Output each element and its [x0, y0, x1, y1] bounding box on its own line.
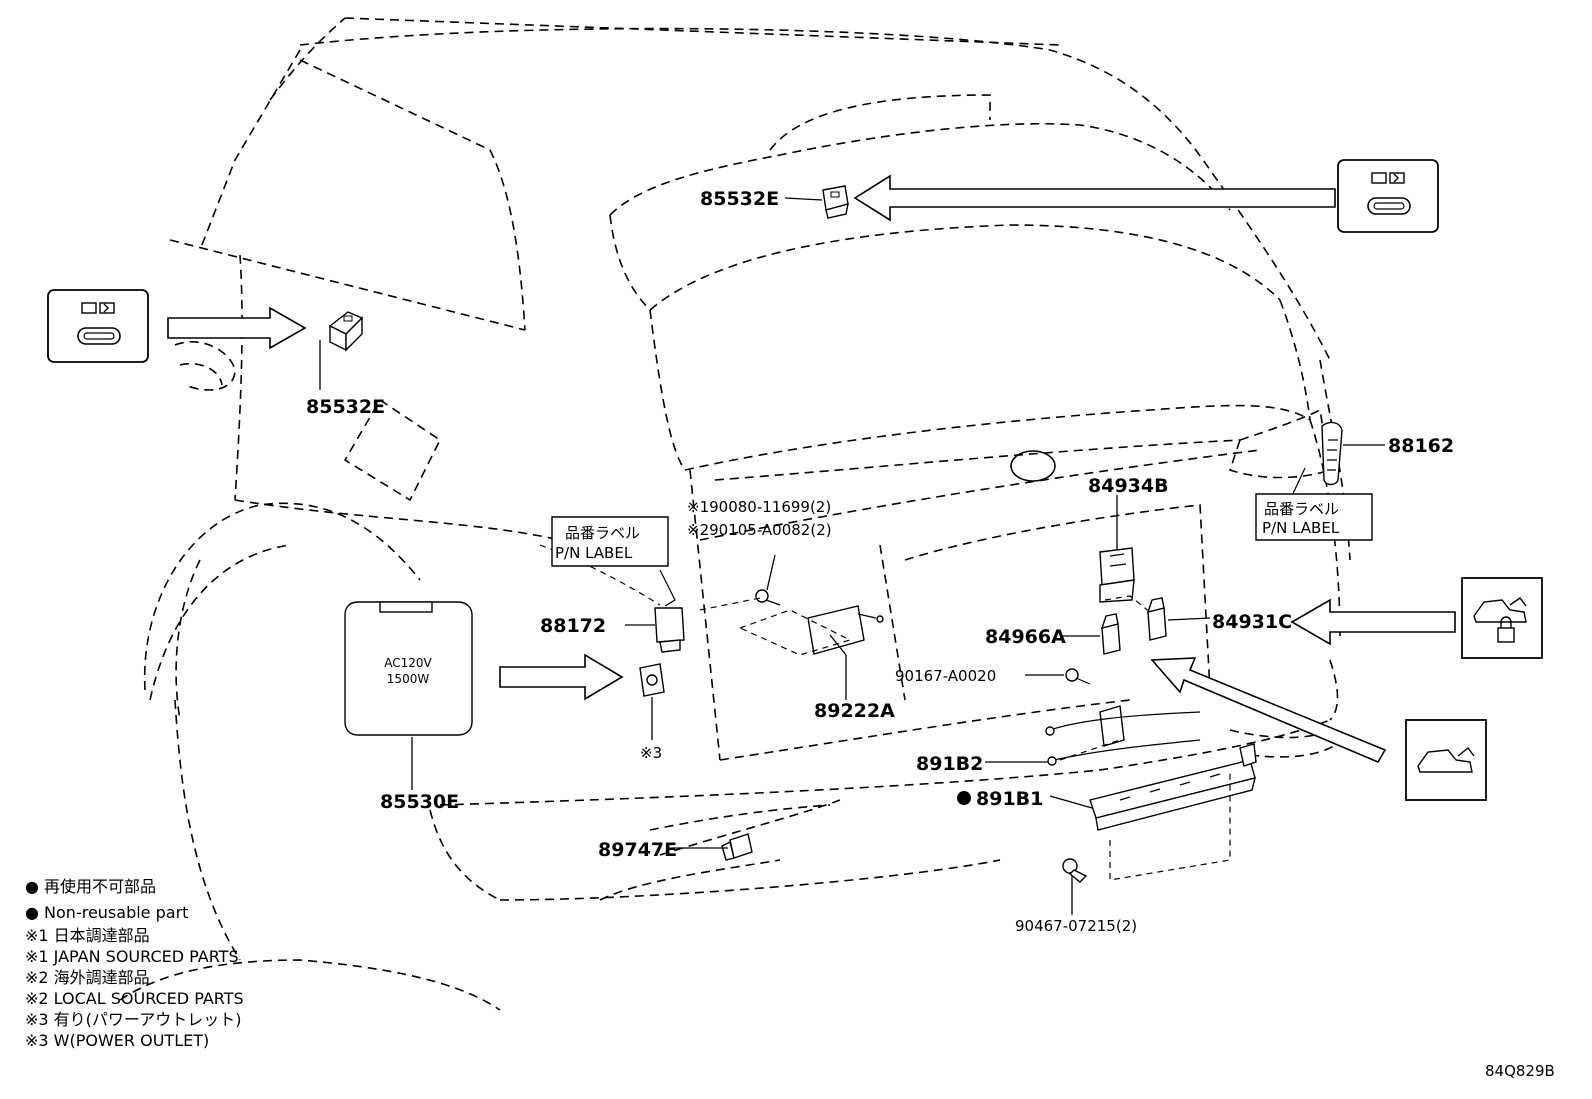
part-84931C: [1146, 597, 1167, 641]
label-screw1: ※190080-11699(2): [687, 498, 831, 516]
part-85530E-panel: AC120V 1500W: [344, 601, 473, 736]
arrow-hatch: [1150, 657, 1387, 764]
usb-c-charging-icon: [47, 289, 149, 363]
outlet-voltage: AC120V: [384, 656, 432, 670]
non-reusable-dot-icon: [957, 791, 971, 805]
label-90467: 90467-07215(2): [1015, 917, 1137, 935]
part-90167-screw: [1065, 668, 1091, 685]
usb-c-charging-icon: [1337, 159, 1439, 233]
part-84934B: [1099, 547, 1135, 603]
vehicle-lock-icon: [1461, 577, 1543, 659]
label-90167: 90167-A0020: [895, 667, 996, 685]
pn-label-jp: 品番ラベル: [565, 524, 640, 542]
label-891B2: 891B2: [916, 753, 983, 775]
part-89747E: [721, 833, 753, 861]
legend-line-3: ※1 日本調達部品: [25, 926, 150, 945]
label-85532E-top: 85532E: [700, 188, 779, 210]
legend: ● 再使用不可部品 ● Non-reusable part ※1 日本調達部品 …: [25, 877, 244, 1050]
pn-label-box-right: 品番ラベル P/N LABEL: [1255, 493, 1373, 541]
label-note3: ※3: [640, 744, 662, 762]
diagram-code: 84Q829B: [1485, 1062, 1555, 1080]
legend-line-6: ※2 LOCAL SOURCED PARTS: [25, 989, 244, 1008]
pointer-arrows: [167, 174, 1456, 764]
label-88172: 88172: [540, 615, 606, 637]
label-84934B: 84934B: [1088, 475, 1169, 497]
vehicle-hatch-icon: [1405, 719, 1487, 801]
part-88172: [654, 607, 685, 653]
label-891B1: 891B1: [976, 788, 1043, 810]
legend-line-4: ※1 JAPAN SOURCED PARTS: [25, 947, 239, 966]
leader-lines: [319, 197, 1385, 915]
label-screw2: ※290105-A0082(2): [687, 521, 832, 539]
outlet-wattage: 1500W: [387, 672, 430, 686]
part-85532E-top: [822, 185, 849, 219]
pn-label-jp: 品番ラベル: [1264, 500, 1339, 518]
legend-line-2: ● Non-reusable part: [25, 903, 188, 922]
part-90467-clip: [1062, 858, 1088, 883]
label-89222A: 89222A: [814, 700, 895, 722]
pn-label-en: P/N LABEL: [555, 544, 633, 562]
label-89747E: 89747E: [598, 839, 677, 861]
part-screw: [755, 589, 781, 606]
label-84931C: 84931C: [1212, 611, 1292, 633]
label-85532E-left: 85532E: [306, 396, 385, 418]
part-outlet-connector: [639, 663, 665, 697]
legend-line-8: ※3 W(POWER OUTLET): [25, 1031, 209, 1050]
label-84966A: 84966A: [985, 626, 1066, 648]
arrow-outlet: [499, 653, 624, 701]
pn-label-box-left: 品番ラベル P/N LABEL: [551, 516, 669, 567]
label-88162: 88162: [1388, 435, 1454, 457]
part-89222A: [807, 605, 884, 655]
pn-label-en: P/N LABEL: [1262, 519, 1340, 537]
parts: AC120V 1500W: [328, 185, 1343, 883]
part-84966A: [1100, 613, 1121, 655]
arrow-lock: [1290, 598, 1456, 646]
arrow-top-usb: [853, 174, 1336, 222]
part-891B1: [1089, 743, 1257, 831]
legend-line-7: ※3 有り(パワーアウトレット): [25, 1010, 242, 1029]
arrow-left-usb: [167, 306, 307, 350]
label-85530E: 85530E: [380, 791, 459, 813]
legend-line-1: ● 再使用不可部品: [25, 877, 156, 896]
part-number-labels: 85532E 85532E 88162 84934B 84931C 84966A…: [306, 188, 1454, 935]
part-891B2: [1045, 705, 1201, 766]
legend-line-5: ※2 海外調達部品: [25, 968, 150, 987]
part-85532E-left: [328, 311, 364, 352]
vehicle-body-outline: [119, 17, 1351, 1011]
